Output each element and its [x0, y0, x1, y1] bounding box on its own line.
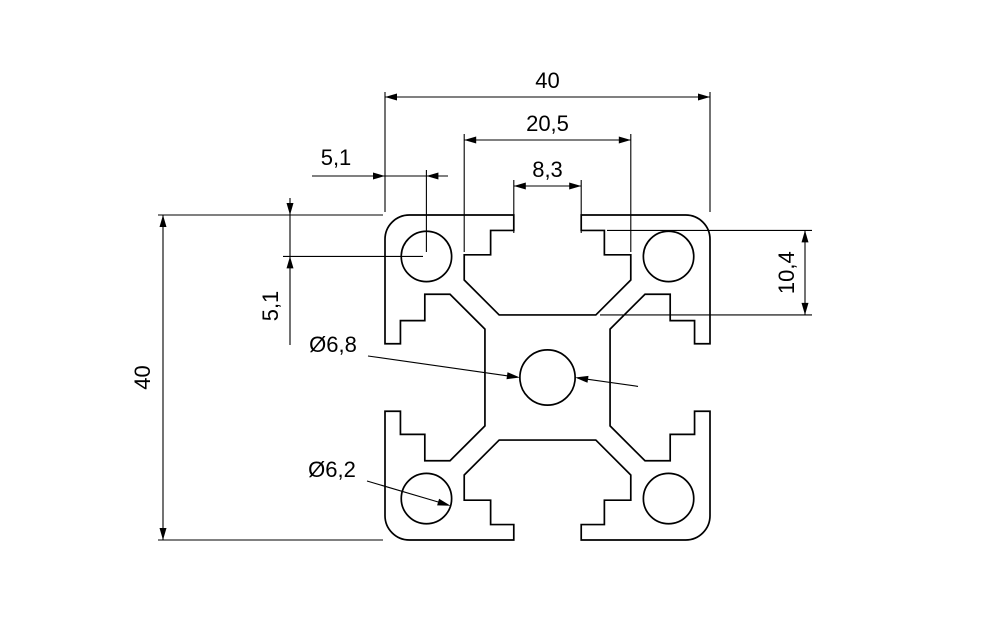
arrowhead — [801, 302, 809, 315]
leader-line — [367, 355, 509, 377]
arrowhead — [286, 256, 294, 269]
arrowhead — [801, 230, 809, 243]
dim-label-corner-hole-diameter: Ø6,2 — [308, 457, 356, 482]
corner-hole-top-right — [643, 231, 693, 281]
corner-hole-bottom-right — [643, 473, 693, 523]
profile-cross-section — [385, 215, 710, 540]
dimension-corner-hole-offset-vertical: 5,1 — [258, 198, 423, 345]
dimension-overall-width: 40 — [384, 68, 711, 212]
dim-label-overall-height: 40 — [130, 365, 155, 389]
dim-label-slot-cavity-depth: 10,4 — [774, 251, 799, 294]
dim-label-center-hole-diameter: Ø6,8 — [309, 332, 357, 357]
dimension-slot-cavity-depth: 10,4 — [600, 229, 812, 316]
arrowhead — [506, 372, 520, 380]
center-hole — [520, 350, 575, 405]
arrowhead — [618, 136, 631, 144]
dim-label-slot-opening: 8,3 — [532, 157, 563, 182]
arrowhead — [385, 93, 397, 101]
dim-label-corner-hole-offset-horizontal: 5,1 — [321, 145, 352, 170]
dim-label-slot-cavity-width: 20,5 — [526, 111, 569, 136]
arrowhead — [373, 172, 385, 180]
arrowhead — [513, 182, 526, 190]
arrowhead — [464, 136, 477, 144]
arrowhead — [426, 172, 439, 180]
arrowhead — [286, 203, 294, 215]
arrowhead — [437, 498, 451, 506]
dimension-slot-cavity-width: 20,5 — [463, 111, 632, 252]
leader-line — [587, 378, 639, 387]
dim-label-corner-hole-offset-vertical: 5,1 — [258, 291, 283, 322]
dimension-corner-hole-diameter: Ø6,2 — [308, 457, 451, 506]
dimension-corner-hole-offset-horizontal: 5,1 — [312, 145, 448, 252]
arrowhead — [569, 182, 582, 190]
arrowhead — [159, 215, 167, 227]
dimension-slot-opening: 8,3 — [513, 157, 582, 233]
leader-line — [366, 480, 440, 503]
dimension-center-hole-diameter: Ø6,8 — [309, 332, 639, 387]
dim-label-overall-width: 40 — [535, 68, 559, 93]
arrowhead — [159, 528, 167, 540]
arrowhead — [575, 375, 589, 383]
arrowhead — [698, 93, 710, 101]
dimension-overall-height: 40 — [130, 214, 383, 541]
